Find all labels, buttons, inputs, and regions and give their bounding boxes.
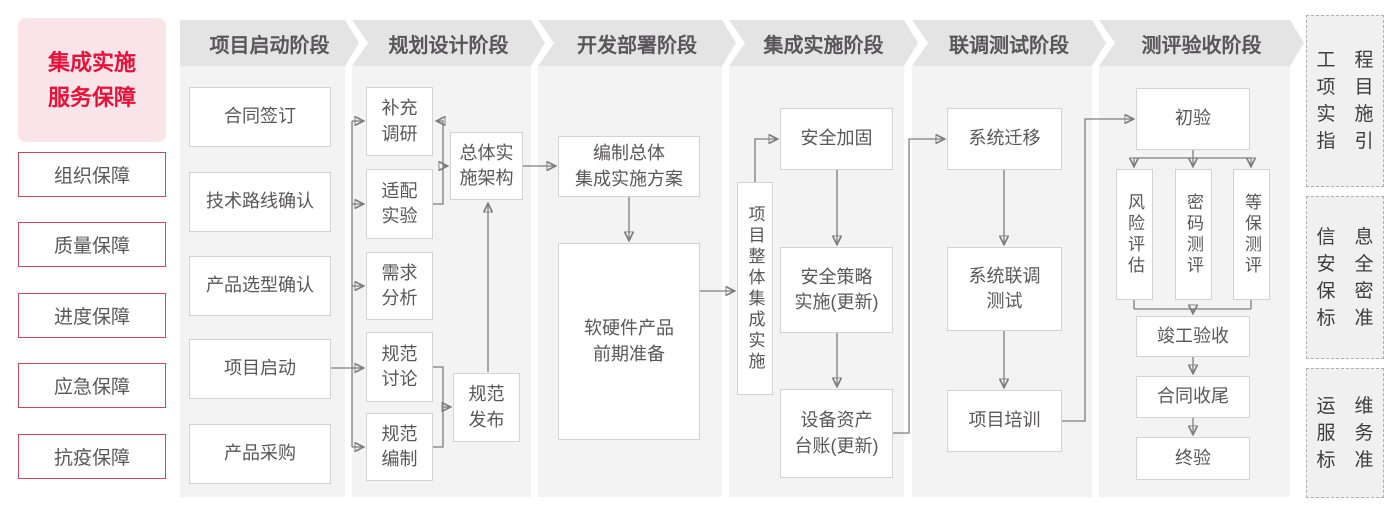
phase-header-joint-debug-test: 联调测试阶段 — [912, 20, 1106, 66]
box-overall-integration: 项目整体集成实施 — [737, 182, 773, 395]
phase-header-planning-design: 规划设计阶段 — [352, 20, 545, 66]
box-crypto-evaluation-label: 密码测评 — [1184, 192, 1203, 277]
phase-label: 联调测试阶段 — [949, 34, 1069, 57]
phase-header-project-kickoff: 项目启动阶段 — [180, 20, 359, 66]
standard-card-om-service-standard: 运 维 服 务 标 准 — [1306, 368, 1384, 498]
box-final-acceptance: 终验 — [1136, 437, 1250, 480]
box-project-training: 项目培训 — [947, 390, 1062, 452]
box-spec-release: 规范 发布 — [453, 373, 520, 442]
box-contract-closure: 合同收尾 — [1136, 376, 1250, 418]
phase-label: 项目启动阶段 — [209, 34, 330, 57]
box-overall-impl-architecture: 总体实 施架构 — [450, 132, 523, 200]
phase-label: 规划设计阶段 — [388, 34, 509, 57]
box-spec-drafting: 规范 编制 — [366, 413, 433, 481]
box-adaptation-experiment: 适配 实验 — [366, 169, 433, 239]
box-tech-route-confirm: 技术路线确认 — [189, 172, 331, 232]
box-product-procurement: 产品采购 — [189, 424, 331, 484]
sidebar-item-organization-guarantee: 组织保障 — [18, 152, 166, 197]
box-crypto-evaluation: 密码测评 — [1175, 169, 1212, 300]
sidebar-item-epidemic-guarantee: 抗疫保障 — [18, 434, 166, 479]
standard-card-infosec-confidentiality-standard: 信 息 安 全 保 密 标 准 — [1306, 196, 1384, 359]
box-product-selection-confirm: 产品选型确认 — [189, 256, 331, 316]
box-hw-sw-preparation: 软硬件产品 前期准备 — [558, 243, 700, 440]
phase-header-integration-impl: 集成实施阶段 — [729, 20, 918, 66]
sidebar-item-emergency-guarantee: 应急保障 — [18, 363, 166, 408]
phase-header-dev-deployment: 开发部署阶段 — [538, 20, 736, 66]
box-system-migration: 系统迁移 — [947, 108, 1062, 170]
box-project-kickoff: 项目启动 — [189, 339, 331, 399]
box-risk-assessment-label: 风险评估 — [1125, 192, 1144, 277]
phase-label: 开发部署阶段 — [577, 34, 697, 57]
box-contract-signing: 合同签订 — [189, 87, 331, 147]
sidebar-item-schedule-guarantee: 进度保障 — [18, 293, 166, 338]
standard-card-engineering-implementation-guide: 工 程 项 目 实 施 指 引 — [1306, 15, 1384, 187]
box-requirement-analysis: 需求 分析 — [366, 252, 433, 320]
box-security-policy-impl: 安全策略 实施(更新) — [780, 247, 893, 333]
box-asset-ledger: 设备资产 台账(更新) — [780, 389, 893, 478]
box-completion-acceptance: 竣工验收 — [1136, 316, 1250, 357]
box-mlps-evaluation-label: 等保测评 — [1242, 192, 1261, 277]
box-preliminary-acceptance: 初验 — [1136, 88, 1250, 150]
phase-label: 集成实施阶段 — [763, 34, 884, 57]
sidebar-title: 集成实施 服务保障 — [18, 18, 166, 142]
box-mlps-evaluation: 等保测评 — [1233, 169, 1270, 300]
phase-label: 测评验收阶段 — [1141, 34, 1262, 57]
box-spec-discussion: 规范 讨论 — [366, 332, 433, 402]
phase-header-evaluation-acceptance: 测评验收阶段 — [1099, 20, 1304, 66]
sidebar-item-quality-guarantee: 质量保障 — [18, 222, 166, 267]
box-joint-debug-test: 系统联调 测试 — [947, 247, 1062, 331]
box-risk-assessment: 风险评估 — [1116, 169, 1153, 300]
box-overall-integration-label: 项目整体集成实施 — [745, 204, 765, 373]
box-compile-overall-plan: 编制总体 集成实施方案 — [558, 136, 700, 197]
box-security-hardening: 安全加固 — [780, 108, 893, 170]
box-supplementary-research: 补充 调研 — [366, 87, 433, 156]
